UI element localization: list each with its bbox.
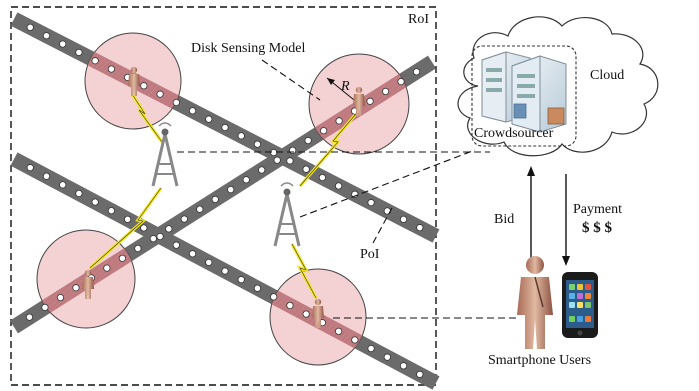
server-icon [481, 51, 567, 133]
poi-dot [412, 68, 421, 76]
poi-dot [91, 198, 99, 206]
bid-label: Bid [494, 212, 514, 227]
smartphone-icon [562, 272, 598, 338]
poi-dot [302, 165, 310, 173]
poi-dot [59, 181, 67, 189]
poi-dot [416, 370, 424, 378]
poi-dot [399, 362, 408, 370]
poi-dot [397, 78, 405, 86]
poi-dot [41, 303, 49, 311]
crowdsourcer-label: Crowdsourcer [474, 126, 554, 141]
poi-dot [237, 276, 245, 284]
roi-boundary [10, 6, 437, 386]
poi-dot [351, 336, 359, 344]
poi-dot [196, 205, 204, 213]
poi-dot [318, 173, 326, 182]
poi-dot [221, 267, 229, 275]
poi-dot [42, 172, 51, 180]
dashed-connectors [177, 59, 520, 319]
poi-dot [140, 82, 148, 90]
radius-label: R [340, 79, 350, 94]
poi-dot [289, 146, 297, 154]
poi-dot [227, 185, 235, 194]
poi-dot [149, 235, 157, 243]
poi-dot [205, 115, 213, 123]
poi-dot [381, 87, 390, 96]
poi-dot [140, 224, 148, 232]
poi-dot [273, 156, 281, 164]
poi-dot [286, 157, 294, 165]
poi-dot [156, 232, 164, 241]
poi-label: PoI [360, 247, 380, 262]
payment-label: Payment [573, 202, 622, 217]
poi-dot [124, 215, 132, 223]
poi-dot [26, 23, 34, 31]
cloud-label: Cloud [590, 68, 624, 83]
payment-dollars: $ $ $ [582, 220, 613, 236]
poi-dot [75, 189, 83, 198]
poi-dot [335, 182, 343, 190]
poi-dot [253, 284, 262, 292]
poi-dot [172, 241, 180, 249]
tower-icon [151, 122, 179, 187]
poi-dot [42, 32, 51, 40]
poi-dot [416, 224, 424, 232]
bid-arrow [527, 166, 535, 262]
poi-dot [237, 132, 245, 140]
poi-dot [383, 353, 391, 361]
poi-dot [107, 207, 115, 215]
poi-dot [221, 123, 229, 132]
crowdsourcer-box [471, 45, 577, 147]
lightning-links [88, 93, 357, 299]
poi-dot [242, 176, 250, 184]
person-icon [128, 66, 140, 96]
poi-dot [56, 293, 65, 302]
poi-dot [367, 344, 375, 353]
poi-dot [270, 293, 278, 301]
disk-model-label: Disk Sensing Model [191, 41, 305, 56]
poi-dot [134, 244, 142, 253]
poi-dot [335, 327, 343, 335]
poi-dot [188, 107, 197, 115]
person-icon [517, 256, 553, 349]
poi-dot [72, 284, 80, 292]
poi-dot [366, 97, 374, 105]
poi-dot [302, 310, 310, 318]
roi-label: RoI [408, 12, 429, 27]
people [82, 66, 365, 328]
poi-dot [211, 195, 219, 204]
poi-pointer [372, 207, 393, 244]
tower-icon [273, 182, 301, 247]
payment-arrow [562, 174, 570, 266]
poi-dot [286, 301, 294, 310]
poi-dot [335, 117, 343, 125]
poi-dot [253, 140, 262, 148]
poi-dot [172, 98, 180, 107]
poi-dot [165, 225, 173, 233]
disk-model-pointer [261, 59, 321, 101]
poi-dot [304, 136, 312, 145]
poi-dot [188, 250, 197, 258]
poi-dot [103, 264, 111, 272]
poi-dot [91, 57, 99, 65]
poi-dot [25, 313, 34, 321]
poi-dot [180, 215, 188, 223]
poi-dot [367, 199, 375, 207]
poi-dot [59, 40, 67, 48]
poi-dot [320, 127, 328, 135]
poi-dot [399, 215, 408, 223]
poi-dot [118, 254, 126, 262]
poi-dot [258, 166, 266, 174]
person-icon [82, 269, 94, 299]
poi-dot [75, 48, 83, 56]
poi-dot [156, 90, 164, 98]
person-icon [353, 86, 365, 116]
tower-to-cloud [299, 149, 476, 218]
poi-dot [107, 65, 115, 73]
poi-dot [205, 258, 213, 266]
users-label: Smartphone Users [488, 353, 591, 368]
person-icon [312, 298, 324, 328]
poi-dot [26, 164, 34, 172]
